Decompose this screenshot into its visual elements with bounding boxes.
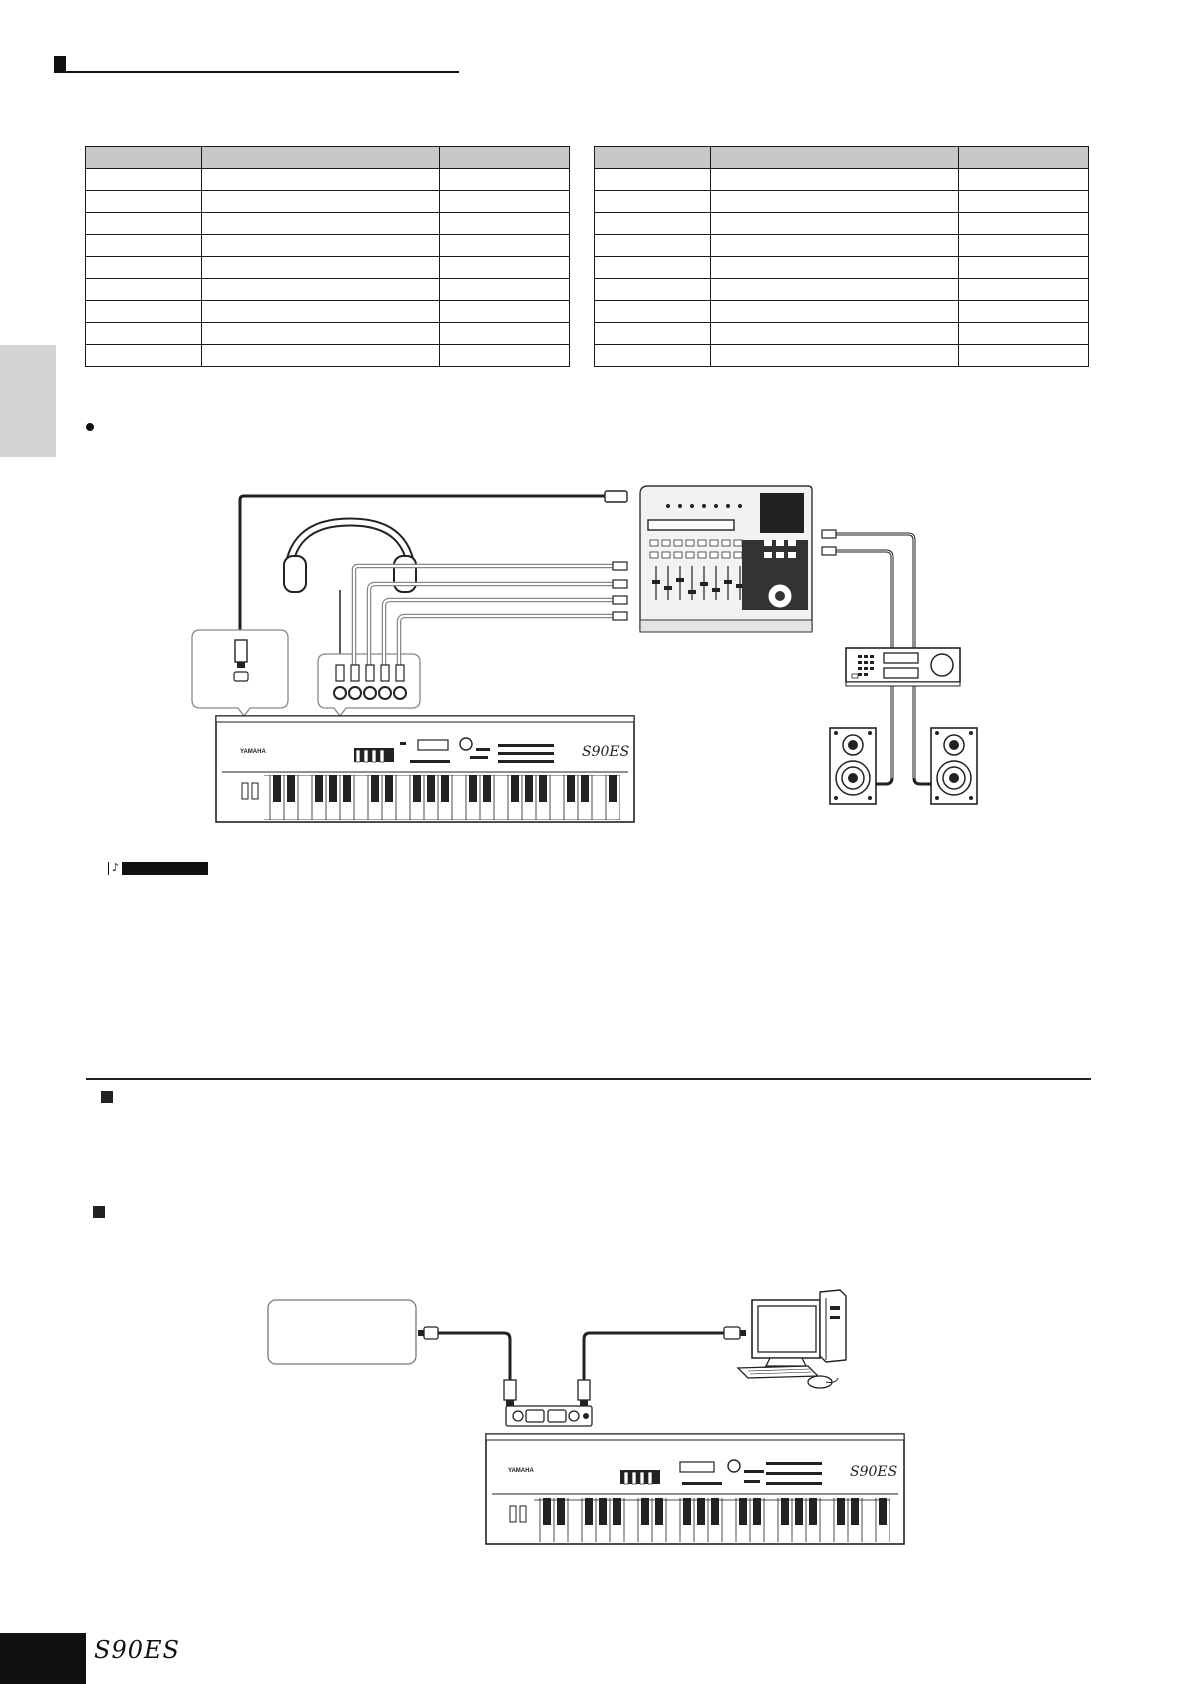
black-key	[879, 1498, 887, 1525]
table-row	[85, 344, 570, 367]
black-key	[697, 1498, 705, 1525]
table-row	[85, 322, 570, 345]
black-key	[809, 1498, 817, 1525]
table-row	[85, 300, 570, 323]
chapter-side-tab	[0, 345, 56, 457]
connector-table-left	[85, 146, 570, 367]
black-key	[315, 775, 323, 802]
black-key	[511, 775, 519, 802]
midi-device-box	[267, 1299, 417, 1365]
table-row	[85, 256, 570, 279]
black-key	[385, 775, 393, 802]
keyboard-model-label-top: S90ES	[582, 744, 629, 760]
table-row	[594, 234, 1089, 257]
table-row	[594, 322, 1089, 345]
usb-cable	[238, 494, 605, 640]
black-key	[837, 1498, 845, 1525]
table-row	[594, 300, 1089, 323]
black-key	[739, 1498, 747, 1525]
black-key	[781, 1498, 789, 1525]
black-key	[413, 775, 421, 802]
black-key	[567, 775, 575, 802]
computer-icon	[736, 1289, 847, 1389]
black-key	[557, 1498, 565, 1525]
table-row	[85, 212, 570, 235]
black-key	[753, 1498, 761, 1525]
table-row	[85, 168, 570, 191]
usb-port-callout	[191, 629, 289, 718]
usb-plug-icon	[604, 490, 628, 503]
product-logo: S90ES	[94, 1636, 180, 1664]
section-divider	[86, 1078, 1091, 1080]
table-header-row	[85, 146, 570, 169]
black-key	[343, 775, 351, 802]
music-note-icon: ♪	[109, 861, 122, 875]
table-row	[85, 190, 570, 213]
table-row	[85, 278, 570, 301]
black-key	[585, 1498, 593, 1525]
table-row	[594, 278, 1089, 301]
keyboard-synth-bottom-icon	[485, 1433, 905, 1545]
amplifier-icon	[845, 647, 961, 687]
black-key	[483, 775, 491, 802]
black-key	[427, 775, 435, 802]
speaker-left-icon	[829, 727, 877, 805]
black-key	[711, 1498, 719, 1525]
keyboard-model-label-bottom: S90ES	[850, 1464, 897, 1480]
table-row	[85, 234, 570, 257]
section-header-marker	[54, 56, 66, 71]
black-key	[795, 1498, 803, 1525]
black-key	[599, 1498, 607, 1525]
black-key	[273, 775, 281, 802]
output-jacks-callout	[317, 653, 421, 718]
black-key	[851, 1498, 859, 1525]
black-key	[371, 775, 379, 802]
page-number-block	[0, 1633, 86, 1684]
speaker-right-icon	[930, 727, 978, 805]
black-key	[613, 1498, 621, 1525]
keyboard-synth-top-icon	[215, 715, 635, 823]
multitrack-recorder-icon	[639, 485, 813, 633]
headphones-icon	[283, 517, 417, 665]
section-header-rule	[54, 71, 459, 73]
list-bullet	[86, 423, 94, 431]
table-row	[594, 168, 1089, 191]
black-key	[525, 775, 533, 802]
midi-interface-panel-icon	[505, 1405, 593, 1427]
black-key	[469, 775, 477, 802]
black-key	[543, 1498, 551, 1525]
black-key	[609, 775, 617, 802]
table-row	[594, 212, 1089, 235]
keyboard-brand-label-top: YAMAHA	[240, 749, 266, 755]
subsection-marker	[93, 1206, 105, 1218]
table-header-row	[594, 146, 1089, 169]
black-key	[581, 775, 589, 802]
black-key	[329, 775, 337, 802]
black-key	[287, 775, 295, 802]
black-key	[441, 775, 449, 802]
note-tag: ♪	[108, 861, 208, 875]
connector-table-right	[594, 146, 1089, 367]
table-row	[594, 344, 1089, 367]
table-row	[594, 256, 1089, 279]
keyboard-brand-label-bottom: YAMAHA	[508, 1468, 534, 1474]
black-key	[641, 1498, 649, 1525]
usb-port-icon	[233, 671, 249, 682]
black-key	[683, 1498, 691, 1525]
black-key	[655, 1498, 663, 1525]
black-key	[539, 775, 547, 802]
subsection-marker	[101, 1091, 113, 1103]
table-row	[594, 190, 1089, 213]
